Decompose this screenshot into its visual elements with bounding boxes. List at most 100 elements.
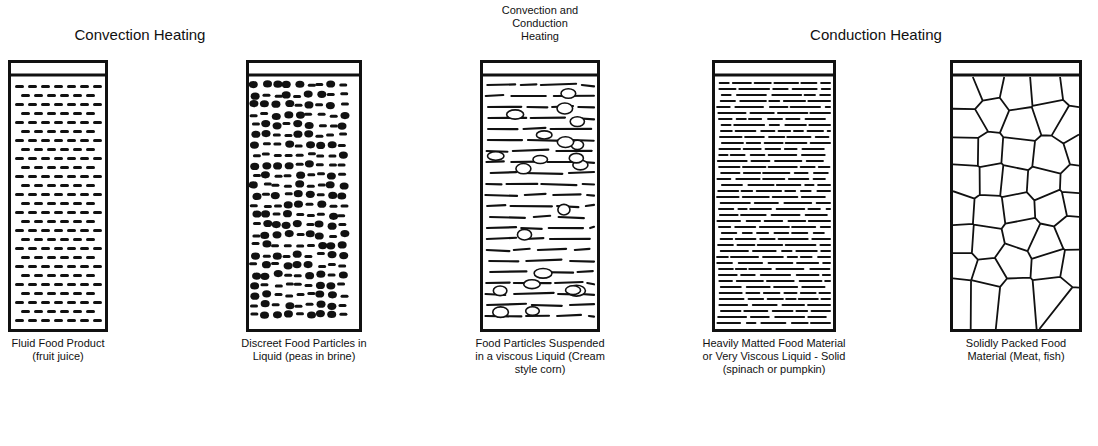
matted-streak — [796, 250, 816, 252]
pea-particle — [261, 300, 270, 307]
corn-particle — [526, 307, 540, 316]
matted-streak — [821, 250, 830, 252]
matted-streak — [750, 208, 771, 210]
liquid-dash — [67, 283, 76, 286]
brine-dash — [294, 283, 302, 286]
matted-streak — [802, 148, 823, 150]
matted-streak — [722, 124, 731, 126]
liquid-dash — [28, 193, 37, 196]
viscous-streak — [556, 150, 591, 152]
brine-dash — [328, 274, 336, 277]
liquid-dash — [15, 103, 24, 106]
pea-particle — [251, 131, 260, 138]
matted-streak — [761, 322, 785, 324]
pea-particle — [339, 252, 348, 259]
matted-streak — [719, 274, 737, 276]
viscous-streak — [570, 260, 594, 263]
liquid-dash — [60, 310, 69, 313]
brine-dash — [326, 133, 334, 136]
matted-streak — [786, 142, 807, 144]
liquid-dash — [80, 211, 89, 214]
liquid-dash — [54, 139, 63, 142]
liquid-dash — [73, 166, 82, 169]
liquid-dash — [80, 193, 89, 196]
brine-dash — [341, 204, 349, 207]
pea-particle — [252, 193, 261, 200]
brine-dash — [262, 193, 270, 196]
liquid-dash — [47, 202, 56, 205]
pea-particle — [326, 242, 335, 249]
matted-streak — [828, 130, 830, 132]
matted-streak — [767, 280, 794, 282]
matted-streak — [760, 238, 774, 240]
brine-dash — [339, 304, 347, 307]
brine-dash — [330, 115, 338, 118]
matted-streak — [794, 130, 803, 132]
matted-streak — [761, 274, 790, 276]
brine-dash — [329, 163, 337, 166]
pea-particle — [251, 253, 260, 260]
viscous-streak — [538, 249, 566, 250]
liquid-dash — [80, 139, 89, 142]
liquid-dash — [47, 274, 56, 277]
matted-streak — [721, 310, 740, 312]
matted-streak — [807, 160, 823, 162]
matted-streak — [738, 244, 755, 246]
matted-streak — [736, 238, 756, 240]
matted-streak — [792, 232, 807, 234]
headspace-line — [715, 74, 833, 77]
pea-particle — [250, 282, 259, 289]
viscous-streak — [534, 216, 550, 217]
corn-particle — [487, 152, 503, 160]
brine-dash — [307, 292, 315, 295]
matted-streak — [811, 142, 830, 144]
liquid-dash — [80, 265, 89, 268]
liquid-dash — [21, 112, 30, 115]
pea-particle — [326, 282, 335, 289]
brine-dash — [339, 83, 347, 86]
brine-dash — [296, 213, 304, 216]
pea-particle — [273, 253, 282, 260]
pea-particle — [285, 162, 294, 169]
viscous-streak — [590, 227, 594, 228]
pea-particle — [273, 311, 282, 318]
liquid-dash — [34, 238, 43, 241]
pea-particle — [285, 100, 294, 107]
matted-streak — [801, 256, 812, 258]
matted-streak — [722, 184, 742, 186]
pea-particle — [293, 261, 302, 268]
viscous-streak — [490, 216, 525, 219]
brine-dash — [317, 172, 325, 175]
pea-particle — [252, 210, 261, 217]
matted-streak — [793, 88, 817, 90]
liquid-dash — [73, 220, 82, 223]
matted-streak — [763, 178, 784, 180]
matted-streak — [719, 154, 727, 156]
matted-streak — [736, 178, 759, 180]
matted-streak — [768, 298, 783, 300]
pea-particle — [262, 290, 271, 297]
matted-streak — [769, 262, 793, 264]
liquid-dash — [73, 130, 82, 133]
viscous-streak — [526, 260, 561, 261]
liquid-dash — [47, 256, 56, 259]
liquid-dash — [47, 220, 56, 223]
matted-streak — [773, 88, 787, 90]
corn-particle — [517, 229, 531, 240]
matted-streak — [797, 262, 818, 264]
viscous-streak — [589, 315, 594, 318]
viscous-streak — [541, 84, 576, 85]
pea-particle — [272, 113, 281, 120]
food-pattern — [717, 83, 830, 323]
matted-streak — [773, 196, 798, 198]
brine-dash — [319, 124, 327, 127]
can-contents — [483, 63, 597, 329]
matted-streak — [765, 142, 783, 144]
matted-streak — [786, 118, 799, 120]
pea-particle — [293, 131, 302, 138]
brine-dash — [308, 152, 316, 155]
matted-streak — [825, 280, 830, 282]
liquid-dash — [21, 166, 30, 169]
brine-dash — [307, 185, 315, 188]
matted-streak — [774, 286, 797, 288]
